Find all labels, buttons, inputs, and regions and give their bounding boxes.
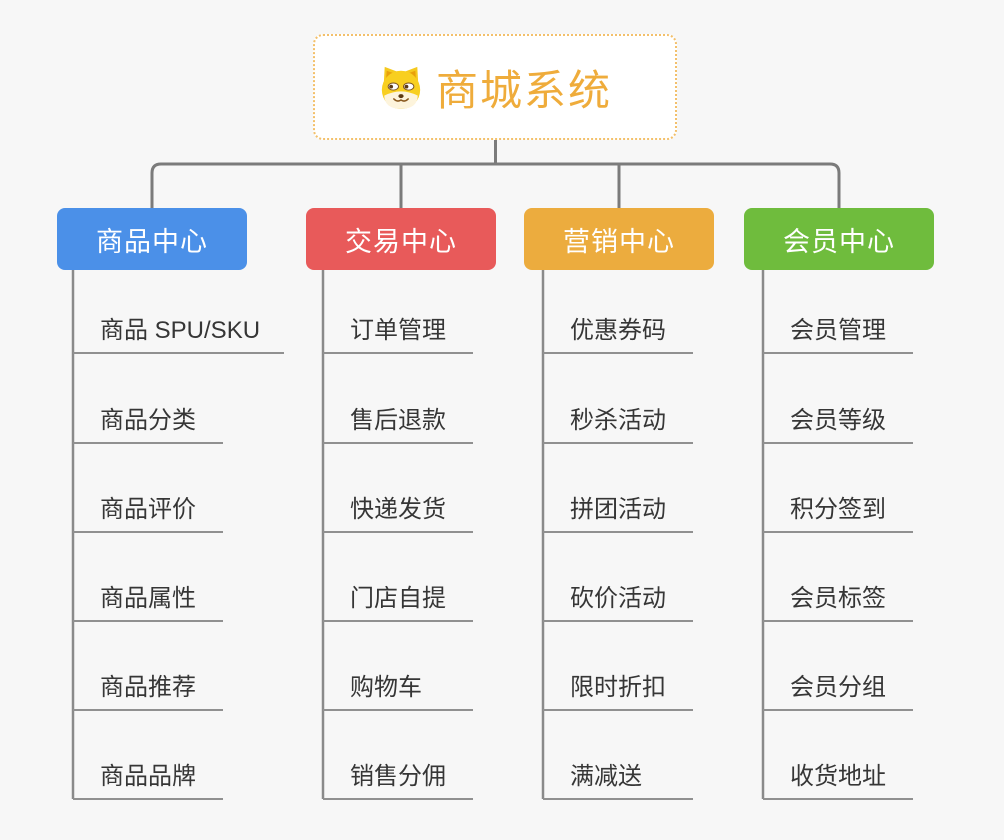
child-topic[interactable]: 商品推荐 [73,667,223,711]
child-topic[interactable]: 快递发货 [323,489,473,533]
child-topic[interactable]: 限时折扣 [543,667,693,711]
branch-topic[interactable]: 营销中心 [524,208,714,270]
child-topic[interactable]: 积分签到 [763,489,913,533]
child-topic[interactable]: 售后退款 [323,400,473,444]
child-topic[interactable]: 商品 SPU/SKU [73,310,285,354]
child-topic[interactable]: 会员等级 [763,400,913,444]
child-topic[interactable]: 会员标签 [763,578,913,622]
child-topic[interactable]: 购物车 [323,667,473,711]
child-topic[interactable]: 会员分组 [763,667,913,711]
root-topic[interactable]: 商城系统 [313,34,677,140]
branch-topic[interactable]: 会员中心 [744,208,934,270]
root-topic-title: 商城系统 [435,66,612,114]
child-topic[interactable]: 砍价活动 [543,578,693,622]
child-topic[interactable]: 商品评价 [73,489,223,533]
child-topic[interactable]: 销售分佣 [323,756,473,800]
child-topic[interactable]: 拼团活动 [543,489,693,533]
child-topic[interactable]: 订单管理 [323,310,473,354]
child-topic[interactable]: 商品分类 [73,400,223,444]
child-topic[interactable]: 秒杀活动 [543,400,693,444]
child-topic[interactable]: 收货地址 [763,756,913,800]
branch-topic[interactable]: 交易中心 [306,208,496,270]
child-topic[interactable]: 商品属性 [73,578,223,622]
child-topic[interactable]: 商品品牌 [73,756,223,800]
child-topic[interactable]: 门店自提 [323,578,473,622]
doge-dog-icon [381,66,421,110]
child-topic[interactable]: 优惠券码 [543,310,693,354]
child-topic[interactable]: 满减送 [543,756,693,800]
branch-topic[interactable]: 商品中心 [57,208,247,270]
child-topic[interactable]: 会员管理 [763,310,913,354]
